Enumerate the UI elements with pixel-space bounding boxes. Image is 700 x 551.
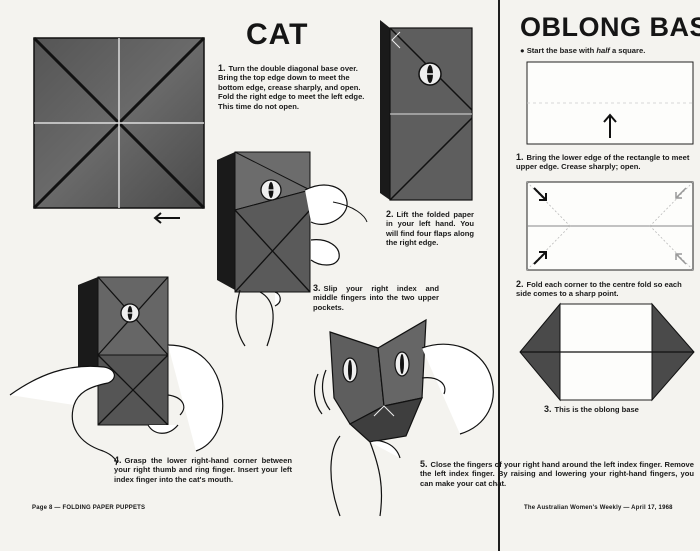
oblong-step-3-num: 3.	[544, 404, 552, 414]
cat-step-2-num: 2.	[386, 209, 394, 219]
cat-title: CAT	[246, 18, 309, 51]
rectangle-diagram	[526, 61, 694, 145]
folded-rectangle-diagram	[526, 181, 694, 271]
oblong-base-diagram	[519, 302, 695, 402]
diagonal-base-diagram	[32, 36, 206, 210]
oblong-step-2: 2.Fold each corner to the centre fold so…	[516, 279, 696, 299]
oblong-step-1-text: Bring the lower edge of the rectangle to…	[516, 153, 690, 172]
oblong-start-suffix: a square.	[609, 46, 646, 55]
oblong-step-1-num: 1.	[516, 152, 524, 162]
hand-holding-paper-diagram	[217, 151, 368, 347]
arrow-left-icon	[153, 212, 180, 224]
cat-step-3-num: 3.	[313, 283, 321, 293]
oblong-step-3: 3.This is the oblong base	[544, 404, 694, 414]
oblong-start-prefix: Start the base with	[526, 46, 597, 55]
oblong-start-instruction: ● Start the base with half a square.	[520, 46, 698, 55]
footer-right: The Australian Women's Weekly — April 17…	[524, 505, 673, 511]
oblong-step-2-text: Fold each corner to the centre fold so e…	[516, 280, 682, 299]
oblong-start-emph: half	[596, 46, 610, 55]
cat-step-2: 2.Lift the folded paper in your left han…	[386, 209, 474, 248]
folded-paper-diagram	[380, 20, 473, 201]
cat-step-1-text: Turn the double diagonal base over. Brin…	[218, 64, 365, 111]
cat-step-3: 3.Slip your right index and middle finge…	[313, 283, 439, 312]
cat-step-5: 5.Close the fingers of your right hand a…	[420, 459, 694, 488]
oblong-step-1: 1.Bring the lower edge of the rectangle …	[516, 152, 696, 172]
cat-step-1-num: 1.	[218, 63, 226, 73]
cat-step-5-text: Close the fingers of your right hand aro…	[420, 460, 694, 488]
column-divider	[498, 0, 500, 551]
oblong-step-2-num: 2.	[516, 279, 524, 289]
oblong-step-3-text: This is the oblong base	[554, 405, 639, 414]
footer-left: Page 8 — FOLDING PAPER PUPPETS	[32, 505, 146, 511]
cat-step-5-num: 5.	[420, 459, 428, 469]
cat-step-1: 1.Turn the double diagonal base over. Br…	[218, 63, 368, 111]
cat-step-2-text: Lift the folded paper in your left hand.…	[386, 210, 474, 248]
cat-step-4: 4.Grasp the lower right-hand corner betw…	[114, 455, 292, 484]
bullet-icon: ●	[520, 46, 527, 55]
cat-step-4-num: 4.	[114, 455, 122, 465]
two-hands-diagram	[9, 276, 224, 466]
cat-puppet-diagram	[313, 318, 494, 517]
oblong-base-title: OBLONG BASE	[520, 12, 700, 42]
cat-step-3-text: Slip your right index and middle fingers…	[313, 284, 439, 312]
cat-step-4-text: Grasp the lower right-hand corner betwee…	[114, 456, 292, 484]
